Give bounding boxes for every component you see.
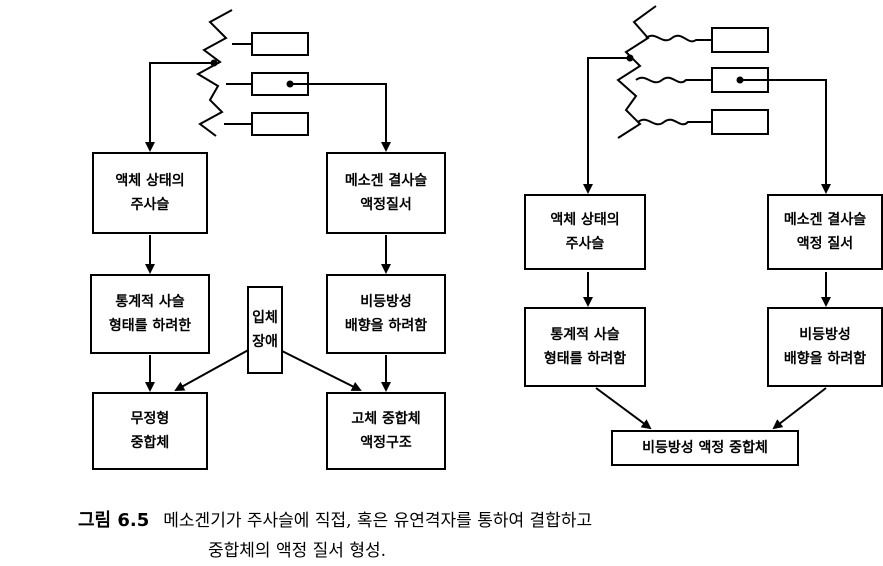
left-box-liquid-main-chain: 액체 상태의 주사슬 xyxy=(92,152,208,234)
left-junction-dot xyxy=(210,59,218,67)
right-flex-spacer-1 xyxy=(645,34,712,43)
left-attach-dot xyxy=(286,80,294,88)
left-box-mesogen-side-chain: 메소겐 결사슬 액정질서 xyxy=(326,152,446,234)
right-mesogen-1 xyxy=(711,27,769,53)
figure-caption: 그림 6.5 메소겐기가 주사슬에 직접, 혹은 유연격자를 통하여 결합하고 중… xyxy=(78,506,878,566)
figure-label: 그림 6.5 xyxy=(78,510,150,531)
left-main-chain xyxy=(195,9,233,137)
right-flex-spacer-2 xyxy=(635,76,712,84)
left-box-solid-lc-structure: 고체 중합체 액정구조 xyxy=(326,392,446,470)
right-junction-dot xyxy=(626,54,634,62)
right-box-statistical-coil: 통계적 사슬 형태를 하려함 xyxy=(524,307,646,387)
right-flex-spacer-3 xyxy=(637,118,712,126)
right-mesogen-3 xyxy=(711,109,769,135)
caption-line-2: 중합체의 액정 질서 형성. xyxy=(208,541,387,561)
right-box-anisotropic-align: 비등방성 배향을 하려함 xyxy=(767,307,883,387)
caption-line-1: 메소겐기가 주사슬에 직접, 혹은 유연격자를 통하여 결합하고 xyxy=(163,511,593,531)
left-box-amorphous-polymer: 무정형 중합체 xyxy=(92,392,208,470)
right-box-mesogen-side-chain: 메소겐 결사슬 액정 질서 xyxy=(767,194,883,270)
right-main-chain xyxy=(616,5,657,139)
right-attach-dot xyxy=(736,76,744,84)
right-box-anisotropic-lc-polymer: 비등방성 액정 중합체 xyxy=(611,430,799,466)
left-box-solid-barrier: 입체 장애 xyxy=(247,286,283,374)
left-mesogen-1 xyxy=(251,32,309,56)
left-box-anisotropic-align: 비등방성 배향을 하려함 xyxy=(326,274,446,354)
right-box-liquid-main-chain: 액체 상태의 주사슬 xyxy=(524,194,646,270)
left-mesogen-3 xyxy=(251,112,309,136)
left-box-statistical-coil: 통계적 사슬 형태를 하려한 xyxy=(90,274,210,354)
